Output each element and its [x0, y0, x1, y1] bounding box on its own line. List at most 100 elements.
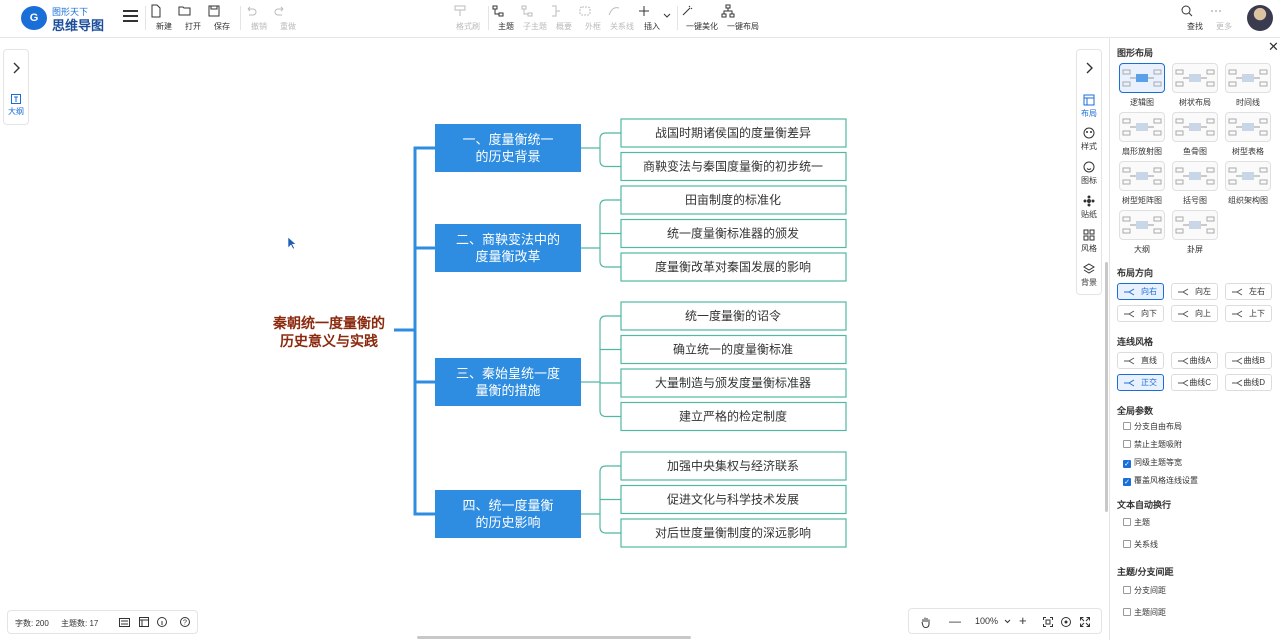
menu-icon[interactable]: [123, 10, 138, 22]
vertical-scrollbar[interactable]: [1105, 262, 1108, 512]
layout-option[interactable]: [1119, 210, 1165, 240]
horizontal-scrollbar[interactable]: [417, 636, 691, 639]
info-icon[interactable]: [157, 617, 167, 627]
leaf-topic[interactable]: 加强中央集权与经济联系: [620, 451, 847, 481]
undo-button[interactable]: 撤销: [244, 4, 274, 34]
leaf-topic[interactable]: 对后世度量衡制度的深远影响: [620, 518, 847, 548]
checkbox[interactable]: [1123, 518, 1131, 526]
leaf-topic[interactable]: 确立统一的度量衡标准: [620, 334, 847, 365]
redo-button[interactable]: 重做: [273, 4, 303, 34]
topic-button[interactable]: 主题: [491, 4, 521, 34]
line-style-option[interactable]: 直线: [1117, 352, 1164, 369]
beautify-button[interactable]: 一键美化: [680, 4, 724, 34]
nav-icon[interactable]: 图标: [1077, 161, 1101, 186]
nav-sticker[interactable]: 贴纸: [1077, 195, 1101, 220]
open-button[interactable]: 打开: [178, 4, 208, 34]
mindmap-canvas[interactable]: 秦朝统一度量衡的历史意义与实践 一、度量衡统一的历史背景 战国时期诸侯国的度量衡差异…: [0, 38, 1109, 640]
leaf-topic[interactable]: 战国时期诸侯国的度量衡差异: [620, 118, 847, 148]
wrap-option[interactable]: 主题: [1123, 517, 1150, 528]
format-painter-button[interactable]: 格式刷: [453, 4, 483, 34]
layout-option[interactable]: [1119, 63, 1165, 93]
help-icon[interactable]: ?: [180, 617, 190, 627]
checkbox[interactable]: ✓: [1123, 478, 1131, 486]
layout-option[interactable]: [1172, 161, 1218, 191]
line-style-option[interactable]: 曲线C: [1171, 374, 1218, 391]
layout-option[interactable]: [1119, 161, 1165, 191]
nav-theme[interactable]: 风格: [1077, 229, 1101, 254]
leaf-topic[interactable]: 度量衡改革对秦国发展的影响: [620, 252, 847, 282]
zoom-in-button[interactable]: +: [1019, 613, 1027, 628]
fit-screen-icon[interactable]: [1043, 617, 1053, 627]
chevron-right-icon[interactable]: [1085, 62, 1093, 74]
search-button[interactable]: 查找: [1180, 4, 1210, 34]
layout-option[interactable]: [1119, 112, 1165, 142]
boundary-button[interactable]: 外框: [578, 4, 608, 34]
spacing-option[interactable]: 主题间距: [1123, 607, 1166, 618]
global-option[interactable]: 禁止主题吸附: [1123, 439, 1182, 450]
direction-option[interactable]: 左右: [1225, 283, 1272, 300]
subtopic-button[interactable]: 子主题: [520, 4, 550, 34]
zoom-out-button[interactable]: —: [949, 614, 961, 628]
layout-option[interactable]: [1172, 210, 1218, 240]
leaf-topic[interactable]: 促进文化与科学技术发展: [620, 484, 847, 515]
layout-option[interactable]: [1225, 112, 1271, 142]
direction-option[interactable]: 向下: [1117, 305, 1164, 322]
global-option[interactable]: 分支自由布局: [1123, 421, 1182, 432]
direction-option[interactable]: 向上: [1171, 305, 1218, 322]
nav-background[interactable]: 背景: [1077, 263, 1101, 288]
nav-layout[interactable]: 布局: [1077, 94, 1101, 119]
leaf-topic[interactable]: 商鞅变法与秦国度量衡的初步统一: [620, 151, 847, 182]
global-option[interactable]: ✓同级主题等宽: [1123, 457, 1182, 468]
checkbox[interactable]: [1123, 422, 1131, 430]
layout-option[interactable]: [1172, 112, 1218, 142]
checkbox[interactable]: [1123, 586, 1131, 594]
hand-icon[interactable]: [921, 616, 932, 628]
direction-option[interactable]: 向右: [1117, 283, 1164, 300]
insert-button[interactable]: 插入: [637, 4, 667, 34]
new-button[interactable]: 新建: [149, 4, 179, 34]
auto-layout-button[interactable]: 一键布局: [721, 4, 765, 34]
direction-option[interactable]: 向左: [1171, 283, 1218, 300]
direction-option[interactable]: 上下: [1225, 305, 1272, 322]
line-style-option[interactable]: 曲线B: [1225, 352, 1272, 369]
keyboard-icon[interactable]: [119, 618, 130, 627]
checkbox[interactable]: ✓: [1123, 460, 1131, 468]
global-option[interactable]: ✓覆盖风格连线设置: [1123, 475, 1198, 486]
panel-icon[interactable]: [139, 617, 149, 627]
close-icon[interactable]: ✕: [1268, 39, 1279, 54]
relation-button[interactable]: 关系线: [607, 4, 637, 34]
target-icon[interactable]: [1061, 617, 1071, 627]
layout-option[interactable]: [1172, 63, 1218, 93]
save-button[interactable]: 保存: [207, 4, 237, 34]
leaf-topic[interactable]: 大量制造与颁发度量衡标准器: [620, 368, 847, 398]
spacing-option[interactable]: 分支间距: [1123, 585, 1166, 596]
chevron-down-icon[interactable]: [1004, 619, 1011, 624]
chevron-down-icon[interactable]: [663, 13, 671, 19]
layout-option[interactable]: [1225, 161, 1271, 191]
more-button[interactable]: 更多: [1209, 4, 1239, 34]
leaf-topic[interactable]: 田亩制度的标准化: [620, 185, 847, 215]
summary-button[interactable]: 概要: [549, 4, 579, 34]
line-style-option[interactable]: 曲线D: [1225, 374, 1272, 391]
chevron-right-icon[interactable]: [12, 62, 20, 74]
checkbox[interactable]: [1123, 608, 1131, 616]
user-avatar[interactable]: [1247, 5, 1273, 31]
leaf-topic[interactable]: 统一度量衡标准器的颁发: [620, 218, 847, 249]
nav-style[interactable]: 样式: [1077, 127, 1101, 152]
wrap-option[interactable]: 关系线: [1123, 539, 1158, 550]
checkbox[interactable]: [1123, 440, 1131, 448]
checkbox[interactable]: [1123, 540, 1131, 548]
line-style-option[interactable]: 正交: [1117, 374, 1164, 391]
fullscreen-icon[interactable]: [1080, 617, 1090, 627]
line-style-option[interactable]: 曲线A: [1171, 352, 1218, 369]
outline-button[interactable]: 大纲: [4, 94, 28, 117]
leaf-topic[interactable]: 统一度量衡的诏令: [620, 301, 847, 331]
leaf-topic[interactable]: 建立严格的检定制度: [620, 401, 847, 432]
zoom-level[interactable]: 100%: [975, 616, 999, 626]
layout-option[interactable]: [1225, 63, 1271, 93]
